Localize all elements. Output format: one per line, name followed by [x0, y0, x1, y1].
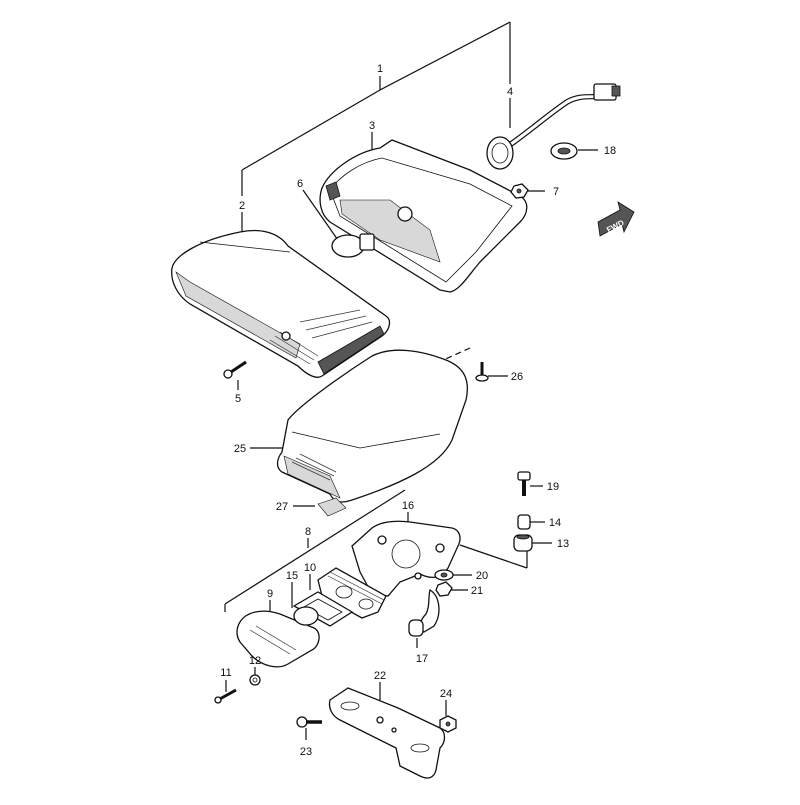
callout-2: 2: [239, 200, 245, 212]
part-20-washer: [434, 569, 454, 581]
part-17-stay: [408, 588, 440, 637]
part-2-tail-lens: [171, 229, 391, 378]
part-19-bolt: [517, 471, 531, 496]
callout-13: 13: [557, 538, 569, 550]
callout-18: 18: [604, 145, 616, 157]
part-5-screw: [223, 360, 247, 379]
callout-16: 16: [402, 500, 414, 512]
part-25-license-cover: [276, 349, 469, 503]
callout-7: 7: [553, 186, 559, 198]
callout-1: 1: [377, 63, 383, 75]
callout-22: 22: [374, 670, 386, 682]
part-9-license-lens: [236, 606, 320, 668]
callout-9: 9: [267, 588, 273, 600]
part-12-washer: [249, 674, 261, 686]
part-13-cushion: [513, 534, 533, 552]
callout-25: 25: [234, 443, 246, 455]
part-21-nut: [435, 581, 453, 597]
callout-3: 3: [369, 120, 375, 132]
callout-27: 27: [276, 501, 288, 513]
callout-4: 4: [507, 86, 513, 98]
callout-14: 14: [549, 517, 561, 529]
callout-11: 11: [220, 667, 231, 679]
part-7-nut: [510, 183, 529, 199]
part-16-mount-plate: [351, 520, 461, 597]
part-14-collar: [517, 514, 531, 530]
part-4-socket-harness: [486, 83, 621, 170]
callout-21: 21: [471, 585, 483, 597]
callout-5: 5: [235, 393, 241, 405]
leader-lines: [224, 21, 598, 740]
part-24-nut: [439, 715, 457, 733]
callout-20: 20: [476, 570, 488, 582]
callout-17: 17: [416, 653, 428, 665]
part-23-bolt: [296, 716, 322, 728]
callout-23: 23: [300, 746, 312, 758]
callout-labels: 1 2 3 4 5 6 7 8 9 10 11 12 13 14 15 16 1…: [220, 63, 616, 758]
part-6-bulb: [331, 233, 375, 258]
callout-8: 8: [305, 526, 311, 538]
part-15-gasket: [292, 591, 354, 627]
part-18-grommet: [550, 142, 578, 160]
callout-12: 12: [249, 655, 261, 667]
part-27-pad: [317, 497, 347, 517]
callout-26: 26: [511, 371, 523, 383]
part-26-screw: [475, 362, 489, 382]
callout-6: 6: [297, 178, 303, 190]
part-22-license-bracket: [328, 687, 446, 779]
callout-10: 10: [304, 562, 316, 574]
callout-15: 15: [286, 570, 298, 582]
callout-19: 19: [547, 481, 559, 493]
part-3-lamp-housing: [319, 139, 528, 293]
fwd-direction-badge: FWD: [597, 201, 635, 237]
part-11-screw: [214, 688, 237, 704]
callout-24: 24: [440, 688, 452, 700]
